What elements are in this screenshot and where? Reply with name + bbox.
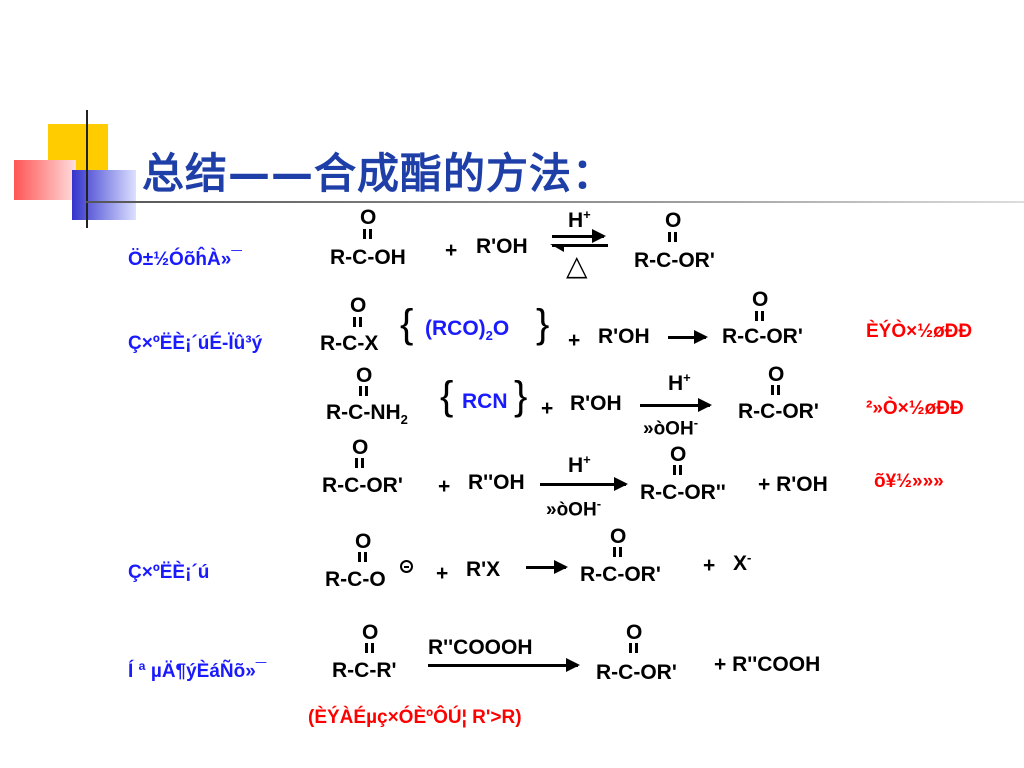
r2-brace-right: } <box>536 302 550 346</box>
r4-ester: R-C-OR' <box>322 474 403 497</box>
r3-arrow <box>640 398 712 412</box>
r2-o2: O <box>752 288 769 311</box>
r6-o1: O <box>362 621 379 644</box>
r6-ketone: R-C-R' <box>332 659 397 682</box>
r1-plus: + <box>445 239 458 262</box>
r2-dbl2 <box>755 311 764 321</box>
r5-plus2: + <box>703 554 716 577</box>
r3-roh: R'OH <box>570 392 622 415</box>
r5-o1: O <box>355 530 372 553</box>
deco-red-square <box>14 160 76 200</box>
deco-blue-square <box>72 170 136 220</box>
r4-plus: + <box>438 475 451 498</box>
r5-halide: X- <box>733 550 752 575</box>
row3-note: ²»Ò×½øÐÐ <box>866 398 964 419</box>
r2-roh: R'OH <box>598 325 650 348</box>
row4-note: õ¥½»»» <box>874 471 944 492</box>
r3-ester: R-C-OR' <box>738 400 819 423</box>
r6-dbl1 <box>365 643 374 653</box>
r3-nitrile: RCN <box>462 390 508 413</box>
r2-dbl1 <box>353 317 362 327</box>
r2-arrow <box>668 330 708 344</box>
r4-hplus: H+ <box>568 452 591 477</box>
r4-dbl1 <box>355 458 364 468</box>
r3-o1: O <box>356 364 373 387</box>
r2-ester: R-C-OR' <box>722 325 803 348</box>
deco-vertical-line <box>86 110 88 228</box>
r5-minus-circle <box>400 560 413 573</box>
r1-o1: O <box>360 206 377 229</box>
r1-hplus: H+ <box>568 207 591 232</box>
r1-arrow-back-head <box>550 244 564 252</box>
r6-ester: R-C-OR' <box>596 661 677 684</box>
r6-arrow <box>428 658 580 672</box>
r3-dbl2 <box>771 385 780 395</box>
r3-oh-cat: »òOH- <box>643 415 699 440</box>
r4-product: R-C-OR'' <box>640 481 726 504</box>
r6-peracid: R''COOOH <box>428 636 533 659</box>
title-rule <box>86 201 1024 203</box>
r1-arrow-forward <box>552 229 606 243</box>
r3-o2: O <box>768 363 785 386</box>
row2-note: ÈÝÒ×½øÐÐ <box>866 321 973 342</box>
r1-roh: R'OH <box>476 235 528 258</box>
row5-label: Ç×ºËÈ¡´ú <box>128 562 210 583</box>
r1-ester: R-C-OR' <box>634 249 715 272</box>
r4-dbl2 <box>673 465 682 475</box>
r2-plus: + <box>568 329 581 352</box>
row2-label: Ç×ºËÈ¡´úÉ-Ïû³ý <box>128 333 263 354</box>
r4-o2: O <box>670 443 687 466</box>
r2-brace-left: { <box>400 302 414 346</box>
r5-dbl2 <box>613 547 622 557</box>
row1-label: Ö±½ÓõĥÀ»¯ <box>128 249 242 270</box>
row6-label: Í ª µÄ¶ýÈáÑõ»¯ <box>128 661 267 682</box>
r1-arrow-back <box>552 244 608 247</box>
r5-plus: + <box>436 562 449 585</box>
r5-arrow <box>526 560 568 574</box>
r3-amide: R-C-NH2 <box>326 401 408 428</box>
r3-brace-right: } <box>514 374 528 418</box>
r3-brace-left: { <box>440 374 454 418</box>
r1-o2: O <box>665 209 682 232</box>
r3-dbl1 <box>359 386 368 396</box>
r1-acid: R-C-OH <box>330 246 406 269</box>
r1-delta: △ <box>566 250 588 281</box>
r4-o1: O <box>352 436 369 459</box>
r4-rppoh: R''OH <box>468 471 525 494</box>
row6-note: (ÈÝÀÉµç×ÓÈºÔÚ¦ R'>R) <box>308 707 522 728</box>
r2-anhydride: (RCO)2O <box>425 317 510 344</box>
r6-o2: O <box>626 621 643 644</box>
r5-dbl1 <box>358 552 367 562</box>
r5-o2: O <box>610 525 627 548</box>
page-title: 总结——合成酯的方法： <box>142 149 616 198</box>
r4-arrow <box>540 477 628 491</box>
r4-oh-cat: »òOH- <box>546 496 602 521</box>
r3-plus: + <box>541 397 554 420</box>
r6-dbl2 <box>629 643 638 653</box>
r2-acyl-halide: R-C-X <box>320 332 379 355</box>
r1-dbl1 <box>363 229 372 239</box>
r6-peracid-product: + R''COOH <box>714 653 821 676</box>
r2-o1: O <box>350 294 367 317</box>
r4-roh: + R'OH <box>758 473 828 496</box>
r1-dbl2 <box>668 232 677 242</box>
r5-rx: R'X <box>466 558 501 581</box>
r5-ester: R-C-OR' <box>580 563 661 586</box>
r3-hplus: H+ <box>668 370 691 395</box>
r5-carboxylate: R-C-O <box>325 568 386 591</box>
